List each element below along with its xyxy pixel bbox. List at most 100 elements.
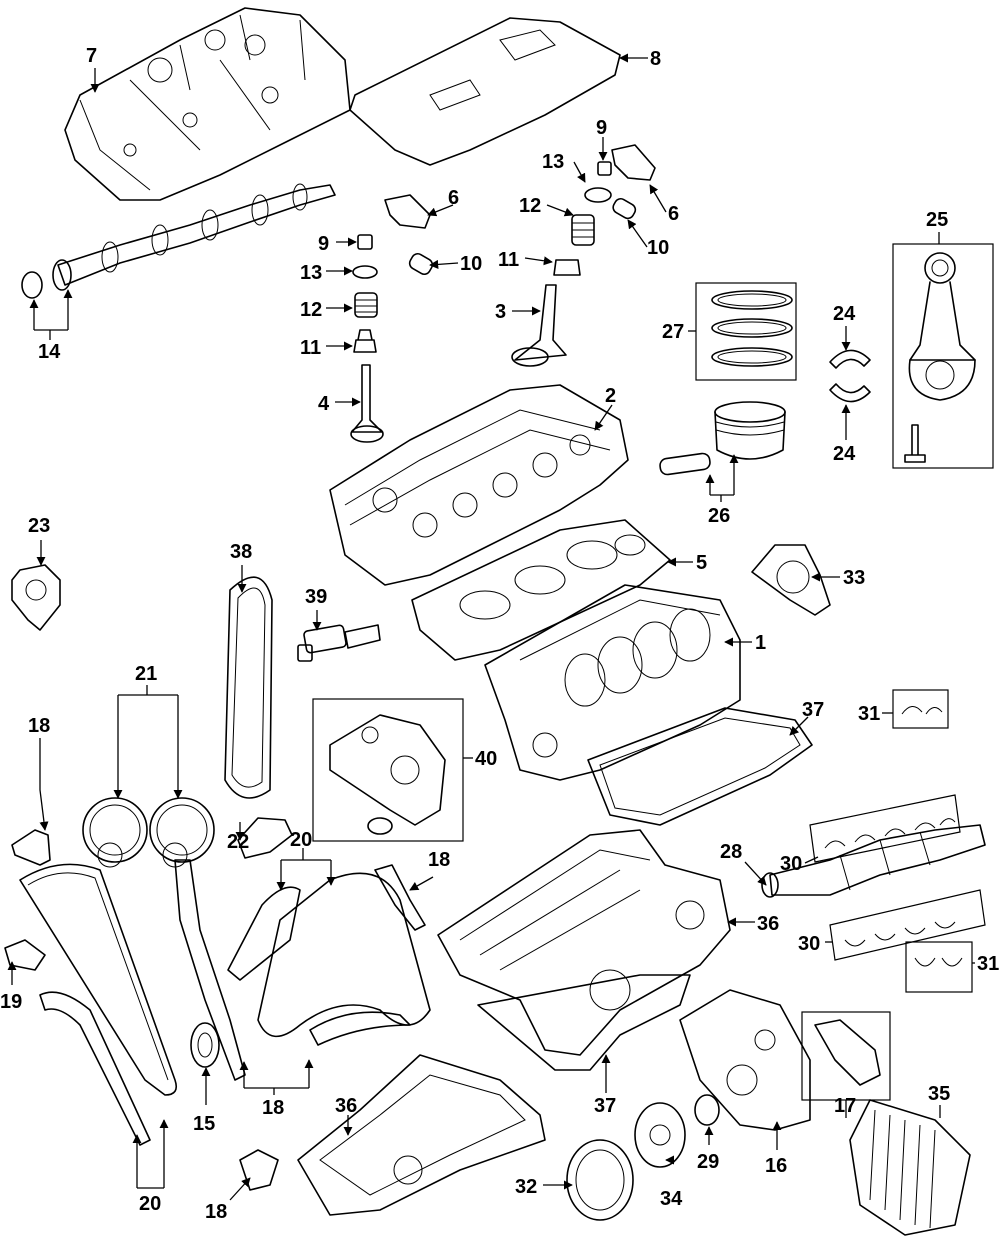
valve-stem-seal-part bbox=[353, 329, 377, 353]
oil-control-valve-part bbox=[297, 624, 381, 662]
callout-label: 36 bbox=[335, 1095, 357, 1117]
callout-label: 11 bbox=[300, 337, 321, 359]
main-bearings-lower-part bbox=[844, 921, 956, 947]
connecting-rod-box bbox=[892, 243, 994, 469]
camshaft-seal-part bbox=[21, 271, 43, 299]
crankshaft-part bbox=[761, 824, 986, 898]
rocker-arm-part bbox=[384, 194, 431, 229]
leader-lines bbox=[7, 53, 975, 1201]
callout-label: 10 bbox=[647, 237, 669, 259]
piston-rings-part bbox=[711, 290, 793, 367]
callout-label: 20 bbox=[290, 829, 312, 851]
valve-spring-seat-part bbox=[352, 265, 378, 279]
callout-label: 20 bbox=[139, 1193, 161, 1215]
callout-label: 34 bbox=[660, 1188, 683, 1210]
callout-label: 18 bbox=[28, 715, 50, 737]
callout-label: 7 bbox=[86, 45, 97, 67]
callout-label: 23 bbox=[28, 515, 50, 537]
chain-guide-small-part bbox=[11, 829, 51, 866]
callout-label: 25 bbox=[926, 209, 948, 231]
callout-label: 35 bbox=[928, 1083, 950, 1105]
callout-label: 27 bbox=[662, 321, 684, 343]
bracket-part bbox=[814, 1019, 881, 1086]
crank-sprocket-part bbox=[190, 1022, 220, 1068]
callout-label: 30 bbox=[780, 853, 802, 875]
callout-label: 13 bbox=[300, 262, 322, 284]
callout-label: 3 bbox=[495, 301, 506, 323]
chain-guide-rail-upper-part bbox=[227, 886, 301, 981]
camshaft-part bbox=[52, 183, 336, 291]
callout-label: 24 bbox=[833, 303, 856, 325]
rod-bearing-lower-part bbox=[829, 383, 871, 403]
valve-cover-gasket-part bbox=[349, 17, 621, 166]
timing-chain-tensioner-part bbox=[4, 939, 46, 971]
callout-label: 40 bbox=[475, 748, 497, 770]
callout-label: 22 bbox=[227, 831, 249, 853]
valve-spring-part bbox=[354, 292, 378, 318]
oil-pan-gasket-part bbox=[587, 707, 813, 826]
callout-label: 10 bbox=[460, 253, 482, 275]
oil-cooler-part bbox=[849, 1099, 971, 1236]
valve-spring-2-part bbox=[571, 214, 595, 246]
timing-chain-right-part bbox=[257, 872, 431, 1038]
callout-label: 12 bbox=[519, 195, 541, 217]
callout-label: 6 bbox=[668, 203, 679, 225]
thrust-bearing-upper-box bbox=[892, 689, 949, 729]
exhaust-valve-part bbox=[350, 364, 384, 443]
callout-label: 2 bbox=[605, 385, 616, 407]
valve-lifter-part bbox=[408, 252, 434, 276]
callout-label: 9 bbox=[318, 233, 329, 255]
chain-guide-lower-part bbox=[239, 1149, 279, 1191]
valve-lifter-2-part bbox=[612, 197, 637, 220]
piston-part bbox=[714, 401, 786, 460]
oil-pump-box bbox=[312, 698, 464, 842]
callout-label: 36 bbox=[757, 913, 779, 935]
cylinder-head-part bbox=[329, 384, 629, 586]
callout-labels: 7 8 9 13 6 12 6 10 11 3 25 9 10 13 12 11… bbox=[0, 45, 999, 1223]
callout-label: 4 bbox=[318, 393, 330, 415]
callout-label: 21 bbox=[135, 663, 157, 685]
vacuum-pump-part bbox=[11, 564, 61, 631]
thrust-bearing-lower-part bbox=[914, 957, 963, 967]
callout-label: 16 bbox=[765, 1155, 787, 1177]
connecting-rod-part bbox=[904, 252, 976, 463]
crank-pulley-part bbox=[634, 1102, 686, 1168]
main-bearings-lower-box bbox=[829, 889, 986, 961]
oil-pump-part bbox=[329, 714, 446, 835]
chain-guide-upper-right-part bbox=[374, 864, 426, 931]
callout-label: 18 bbox=[262, 1097, 284, 1119]
callout-label: 29 bbox=[697, 1151, 719, 1173]
valve-stem-seal-2-part bbox=[553, 259, 581, 276]
callout-label: 31 bbox=[858, 703, 880, 725]
chain-guide-rail-bottom-part bbox=[309, 1011, 411, 1046]
valve-lash-adjuster-2-part bbox=[597, 161, 612, 176]
callout-label: 32 bbox=[515, 1176, 537, 1198]
vvt-solenoid-valve-part bbox=[237, 817, 293, 859]
timing-cover-part bbox=[679, 989, 811, 1131]
callout-label: 15 bbox=[193, 1113, 215, 1135]
callout-label: 28 bbox=[720, 841, 742, 863]
callout-label: 13 bbox=[542, 151, 564, 173]
vvt-sprocket-exhaust-part bbox=[82, 797, 148, 868]
callout-label: 30 bbox=[798, 933, 820, 955]
oil-pan-gasket-lower-part bbox=[477, 974, 691, 1071]
thrust-bearing-upper-part bbox=[901, 706, 943, 715]
head-gasket-part bbox=[411, 519, 671, 661]
chain-tensioner-rail-part bbox=[174, 859, 246, 1081]
valve-cover-part bbox=[64, 7, 351, 201]
callout-label: 18 bbox=[428, 849, 450, 871]
callout-label: 14 bbox=[38, 341, 61, 363]
callout-label: 39 bbox=[305, 586, 327, 608]
drive-belt-part bbox=[224, 576, 273, 799]
callout-label: 17 bbox=[834, 1095, 856, 1117]
chain-guide-rail-left-part bbox=[39, 991, 151, 1146]
valve-spring-seat-2-part bbox=[584, 187, 612, 203]
main-bearings-upper-part bbox=[824, 818, 956, 849]
callout-label: 37 bbox=[594, 1095, 616, 1117]
front-crank-seal-part bbox=[694, 1094, 720, 1126]
piston-pin-part bbox=[659, 452, 711, 476]
thrust-bearing-lower-box bbox=[905, 941, 973, 993]
intake-valve-part bbox=[511, 284, 567, 367]
callout-label: 33 bbox=[843, 567, 865, 589]
